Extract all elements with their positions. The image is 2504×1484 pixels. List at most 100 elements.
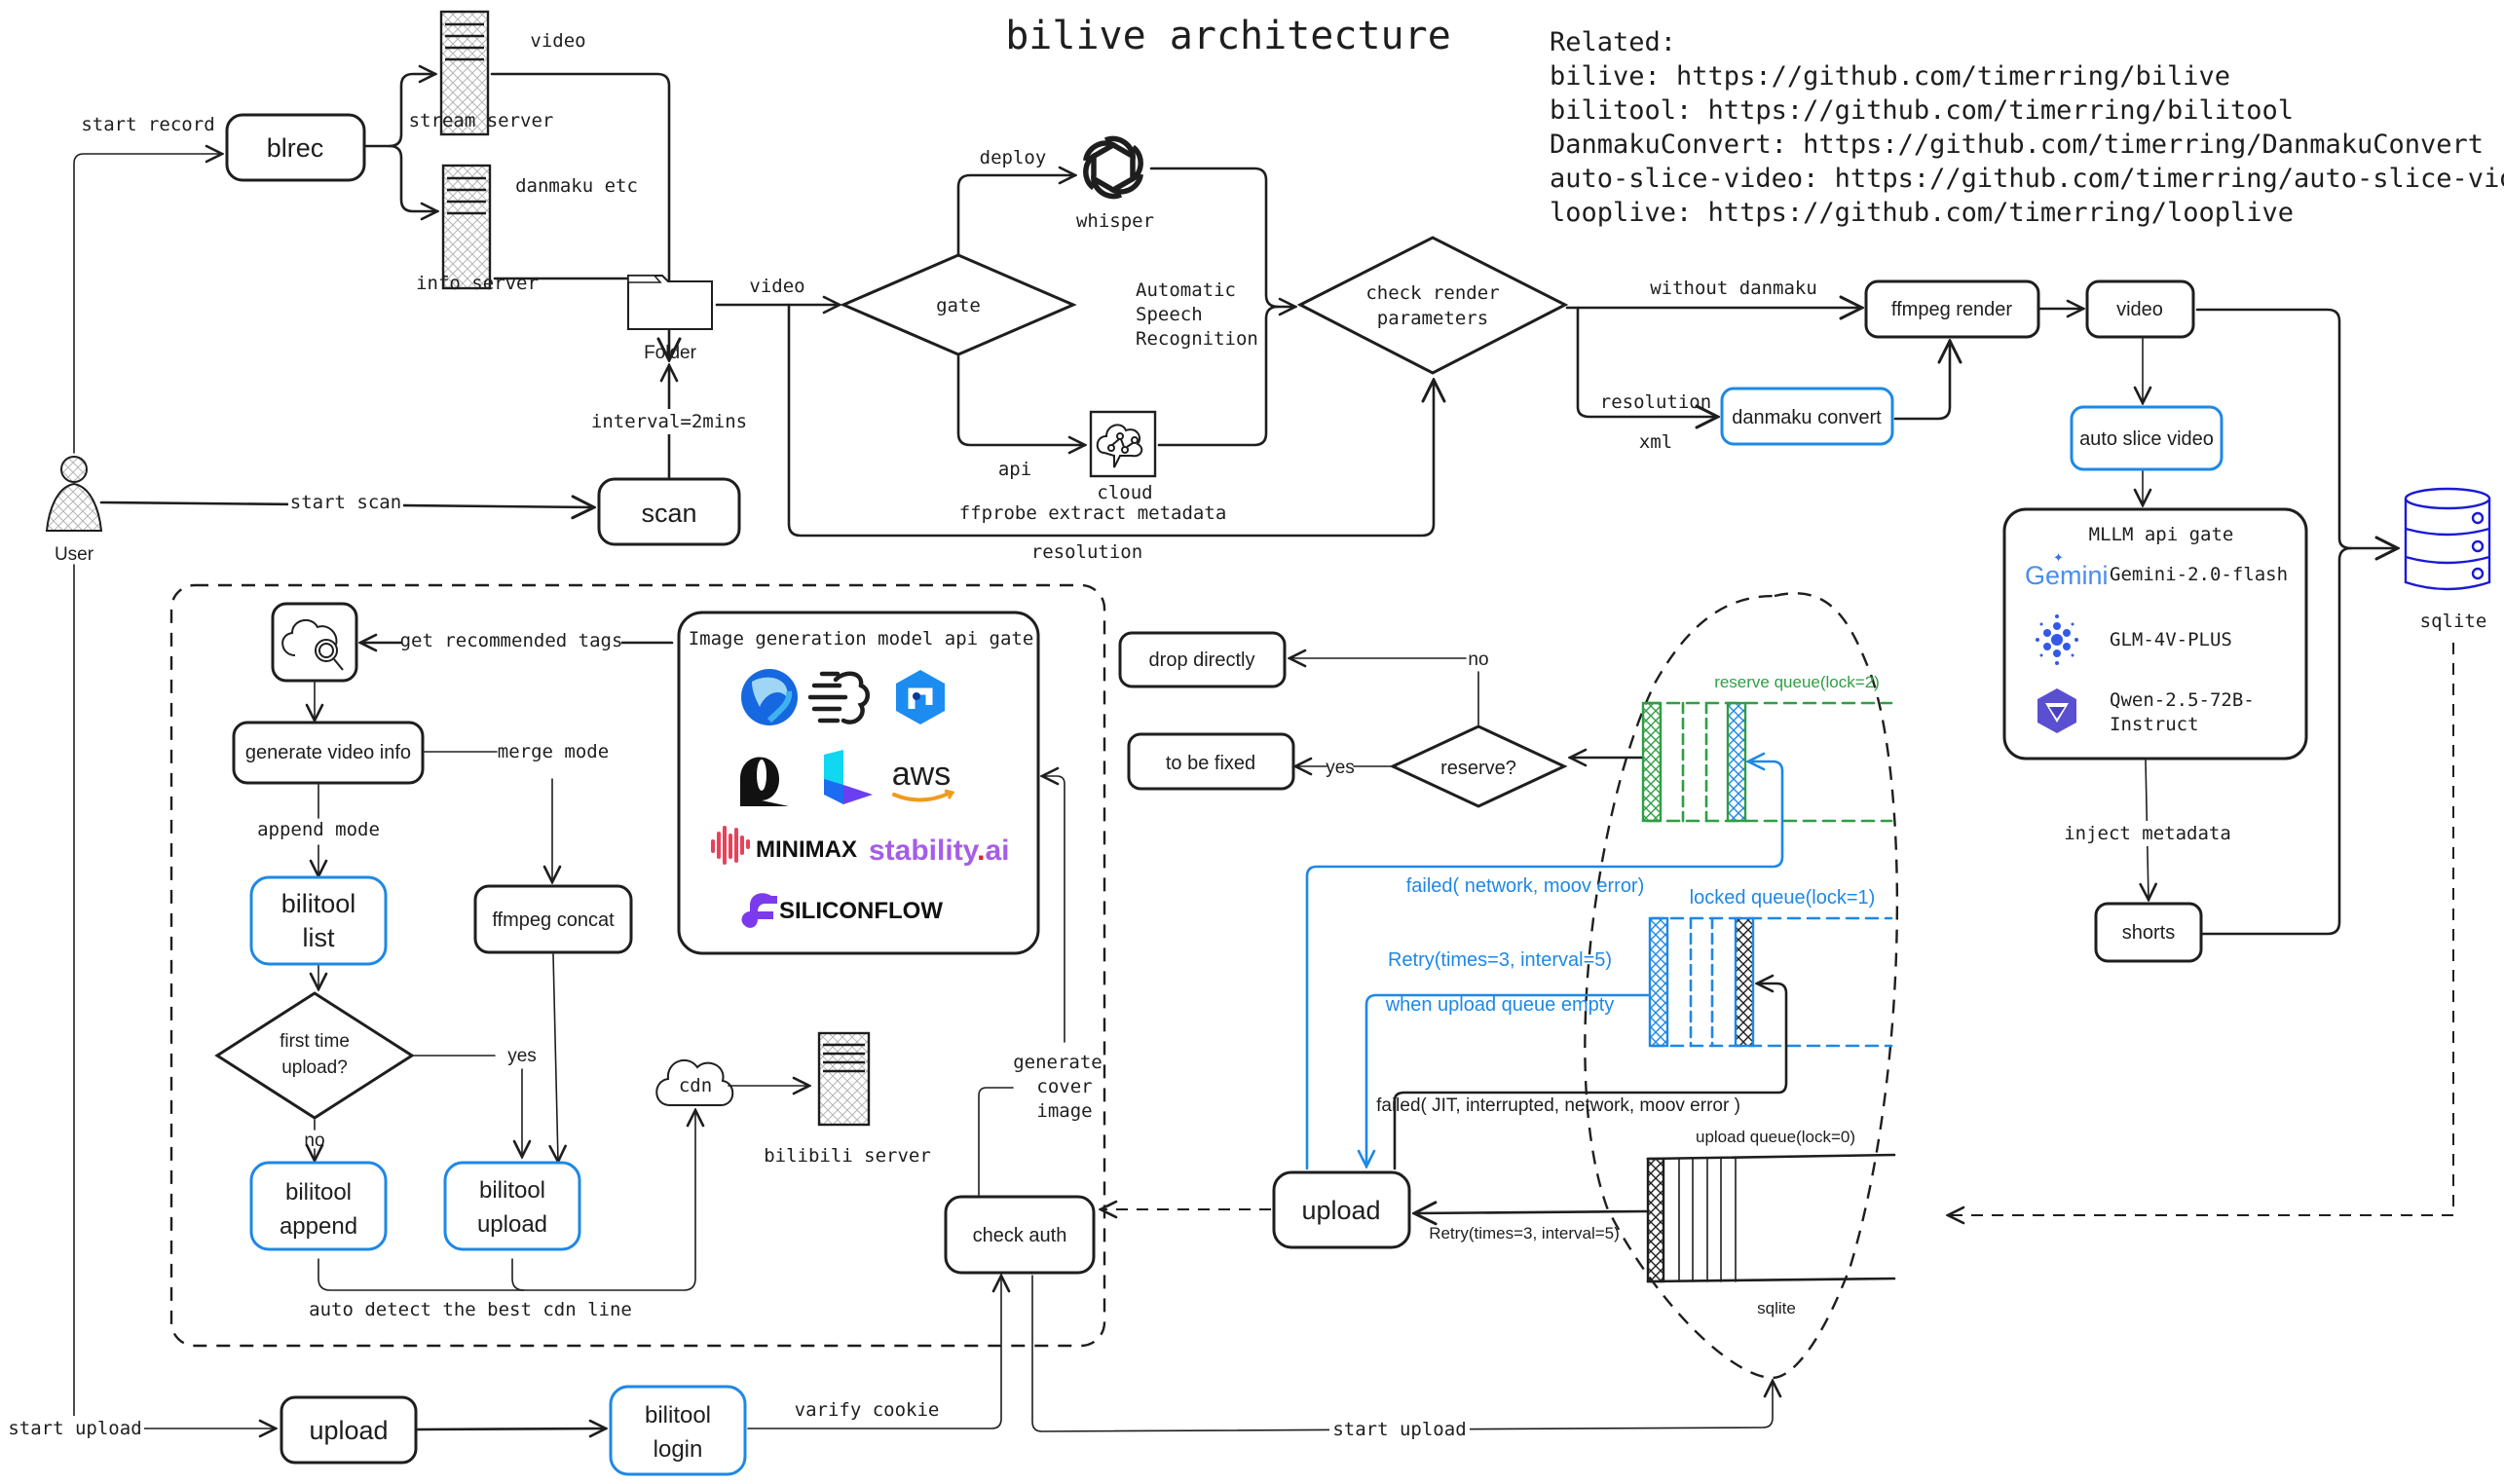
ffmpeg-render-node[interactable]: ffmpeg render: [1864, 279, 2040, 339]
bilitool-login-label-2: login: [654, 1436, 703, 1463]
edge-reserve-no: [1289, 658, 1479, 725]
related-link-auto-slice-video[interactable]: auto-slice-video: https://github.com/tim…: [1550, 164, 2504, 194]
bilibili-server-node[interactable]: bilibili server: [764, 1031, 931, 1167]
first-time-label-2: upload?: [281, 1057, 348, 1078]
edge-failed-jit: [1393, 983, 1788, 1170]
reserve-decision-label: reserve?: [1440, 758, 1516, 779]
edge-label-danmaku-etc: danmaku etc: [515, 175, 638, 197]
blrec-node[interactable]: blrec: [225, 113, 366, 182]
svg-text:Recognition: Recognition: [1136, 328, 1258, 350]
sqlite-db-label: sqlite: [2420, 611, 2487, 632]
edge-auto-detect-cdn: [318, 1110, 695, 1291]
diagram-title: bilive architecture: [1005, 14, 1451, 58]
related-link-bilitool[interactable]: bilitool: https://github.com/timerring/b…: [1550, 95, 2294, 126]
edge-label-api: api: [998, 459, 1031, 480]
asr-label: Automatic Speech Recognition: [1136, 279, 1258, 350]
model-qwen[interactable]: Qwen-2.5-72B- Instruct: [2037, 688, 2255, 735]
scan-node[interactable]: scan: [597, 477, 741, 546]
stream-server-label: stream server: [409, 110, 554, 131]
check-render-node[interactable]: check render parameters: [1296, 236, 1569, 375]
bilitool-upload-node[interactable]: bilitool upload: [443, 1161, 581, 1251]
model-gemini-name: Gemini-2.0-flash: [2110, 564, 2288, 585]
upload-entry-node[interactable]: upload: [280, 1395, 418, 1465]
edge-retry-locked[interactable]: [1366, 993, 1650, 1167]
related-link-looplive[interactable]: looplive: https://github.com/timerring/l…: [1550, 198, 2294, 228]
bilitool-list-label-2: list: [303, 923, 335, 952]
check-auth-label: check auth: [973, 1225, 1067, 1246]
cloud-search-icon: [281, 618, 344, 671]
ffmpeg-concat-node[interactable]: ffmpeg concat: [473, 884, 633, 954]
edge-verify-cookie: [747, 1276, 1001, 1429]
auto-slice-video-node[interactable]: auto slice video: [2070, 405, 2224, 471]
upload-worker-node[interactable]: upload: [1272, 1170, 1411, 1249]
related-link-danmakuconvert[interactable]: DanmakuConvert: https://github.com/timer…: [1550, 130, 2484, 160]
upload-subsystem-region: [169, 583, 1106, 1348]
stability-logo: stability.ai: [869, 835, 1010, 867]
sqlite-db-node[interactable]: sqlite: [2404, 487, 2491, 632]
video-label: video: [2116, 299, 2163, 320]
stream-server-node[interactable]: stream server: [409, 10, 554, 136]
cdn-cloud-icon: [655, 1058, 734, 1106]
whisper-label: whisper: [1076, 210, 1154, 232]
whisper-node[interactable]: whisper: [1076, 135, 1154, 232]
tag-search-node[interactable]: [271, 602, 358, 683]
edge-label-merge-mode: merge mode: [498, 741, 609, 762]
image-gen-api-gate[interactable]: Image generation model api gate aws: [677, 611, 1040, 955]
user-node[interactable]: User: [45, 456, 103, 565]
upload-queue[interactable]: upload queue(lock=0) sqlite: [1646, 1128, 1896, 1317]
first-time-upload-node[interactable]: first time upload?: [214, 991, 415, 1120]
shorts-node[interactable]: shorts: [2094, 902, 2203, 963]
openai-logo-icon: [1083, 135, 1143, 200]
server-icon: [439, 10, 490, 136]
check-auth-node[interactable]: check auth: [944, 1195, 1096, 1275]
edge-label-reserve-no: no: [1468, 649, 1488, 670]
svg-text:Automatic: Automatic: [1136, 279, 1236, 301]
bilitool-append-node[interactable]: bilitool append: [249, 1161, 388, 1251]
cdn-node[interactable]: cdn: [655, 1058, 734, 1106]
upload-entry-label: upload: [309, 1416, 388, 1445]
edge-label-failed-network: failed( network, moov error): [1406, 875, 1645, 897]
bilitool-append-label-2: append: [280, 1213, 357, 1240]
edge-shorts-sqlite: [2201, 546, 2353, 936]
related-link-bilive[interactable]: bilive: https://github.com/timerring/bil…: [1550, 61, 2230, 92]
model-gemini[interactable]: Gemini ✦ Gemini-2.0-flash: [2025, 550, 2288, 590]
bilitool-login-node[interactable]: bilitool login: [609, 1385, 747, 1476]
doubao-logo-icon: [741, 669, 798, 725]
edge-blrec-info: [388, 144, 437, 211]
ffmpeg-render-label: ffmpeg render: [1891, 299, 2012, 320]
related-links: Related: bilive: https://github.com/time…: [1550, 27, 2504, 228]
to-be-fixed-node[interactable]: to be fixed: [1127, 732, 1295, 791]
user-label: User: [55, 544, 94, 565]
locked-queue[interactable]: locked queue(lock=1): [1648, 887, 1893, 1048]
model-glm[interactable]: GLM-4V-PLUS: [2036, 614, 2232, 665]
edge-label-video-top: video: [530, 30, 585, 52]
reserve-decision-node[interactable]: reserve?: [1389, 724, 1568, 808]
reserve-queue[interactable]: reserve queue(lock=2): [1641, 673, 1893, 823]
server-icon: [441, 164, 492, 290]
edge-danmaku-ffmpeg: [1893, 341, 1950, 421]
gate-label: gate: [936, 295, 981, 316]
edge-failed-network[interactable]: [1305, 761, 1784, 1170]
bilitool-list-node[interactable]: bilitool list: [249, 875, 388, 966]
mllm-api-gate[interactable]: MLLM api gate Gemini ✦ Gemini-2.0-flash …: [2002, 507, 2308, 761]
edge-label-append-mode: append mode: [257, 819, 380, 840]
cdn-label: cdn: [679, 1075, 712, 1096]
generate-video-info-node[interactable]: generate video info: [232, 721, 425, 785]
video-node[interactable]: video: [2085, 279, 2195, 339]
gemini-spark-icon: ✦: [2053, 550, 2064, 565]
model-qwen-name-1: Qwen-2.5-72B-: [2110, 689, 2255, 711]
gate-node[interactable]: gate: [840, 253, 1077, 356]
kling-logo-icon: [824, 750, 873, 804]
edge-deploy: [956, 175, 1075, 257]
drop-directly-node[interactable]: drop directly: [1118, 631, 1287, 688]
check-render-label-2: parameters: [1377, 308, 1488, 329]
info-server-label: info server: [416, 273, 539, 294]
folder-node[interactable]: Folder: [627, 275, 713, 363]
edge-label-resolution-xml-top: resolution: [1600, 391, 1711, 413]
danmaku-convert-label: danmaku convert: [1732, 407, 1882, 428]
svg-text:cover: cover: [1036, 1076, 1092, 1097]
cloud-asr-node[interactable]: cloud: [1089, 410, 1157, 503]
glm-logo-icon: [2036, 614, 2078, 665]
danmaku-convert-node[interactable]: danmaku convert: [1720, 387, 1894, 446]
